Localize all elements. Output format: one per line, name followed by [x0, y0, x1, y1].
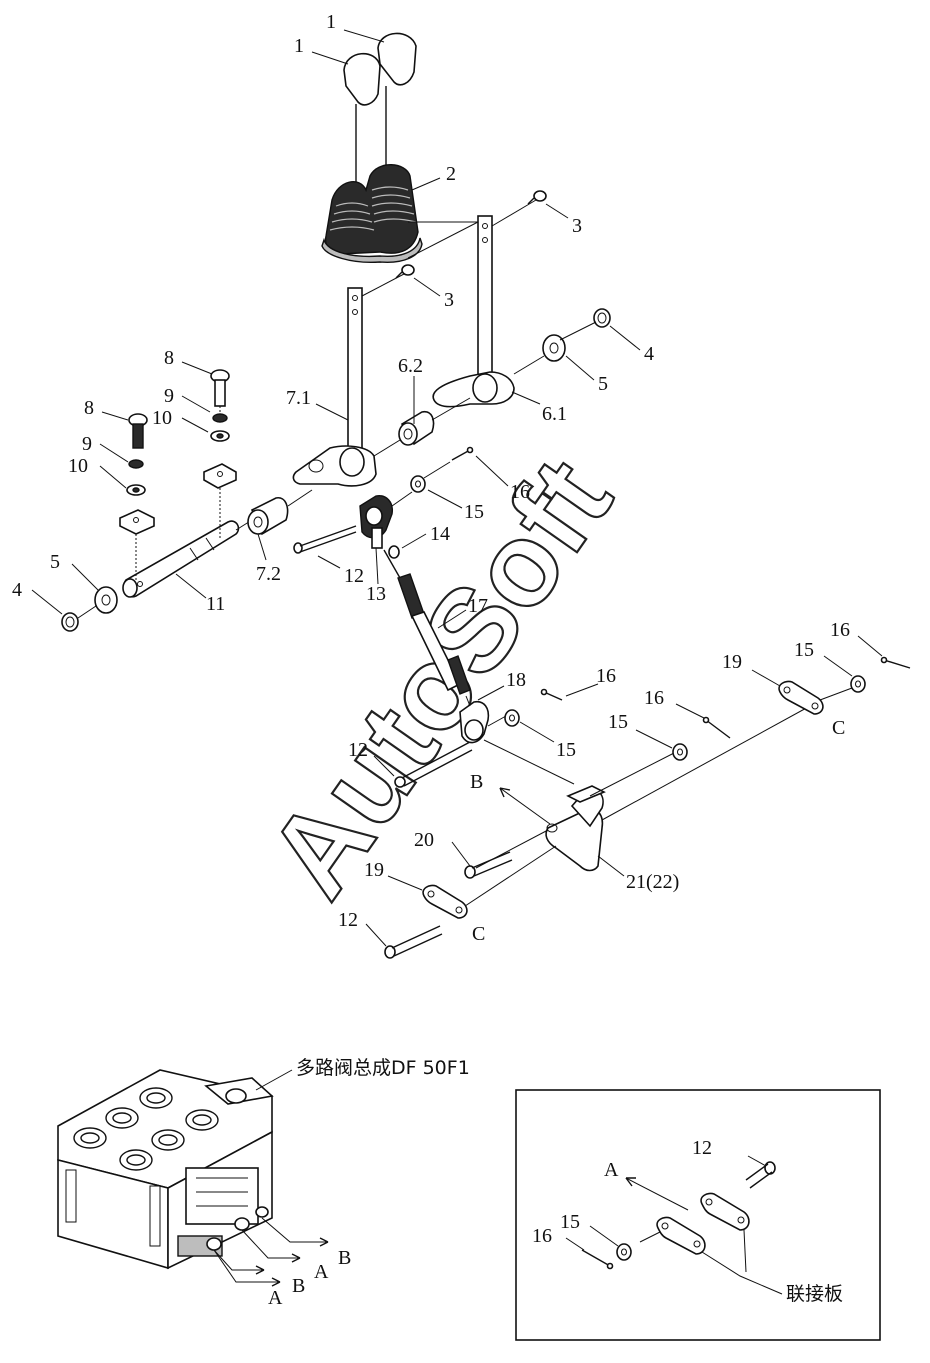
- label-plate-lower: 19: [364, 859, 384, 881]
- knob-right: [377, 32, 417, 168]
- bracket-21: [545, 785, 606, 872]
- label-bush-lower: 7.2: [256, 563, 281, 585]
- label-bolt-b: 8: [84, 397, 94, 419]
- valve-title: 多路阀总成DF 50F1: [296, 1057, 470, 1079]
- oring-4-right: [593, 308, 611, 328]
- cotter-16-right: [702, 716, 731, 739]
- multi-way-valve: [57, 1069, 329, 1287]
- label-bracket: 21(22): [626, 871, 679, 893]
- label-lever-left: 7.1: [286, 387, 311, 409]
- label-washer-right: 5: [598, 373, 608, 395]
- label-washer-left: 5: [50, 551, 60, 573]
- label-clevis: 18: [506, 669, 526, 691]
- label-cotter-right: 16: [644, 687, 664, 709]
- label-point-c-right: C: [832, 717, 845, 739]
- callout-labels: 1 1 2 3 3 4 5 6.1 6.2 7.1 8 9 10 8 9 10 …: [12, 11, 850, 945]
- plate-19-lower: [422, 884, 468, 919]
- label-washer-upper: 15: [464, 501, 484, 523]
- pin-20: [464, 851, 513, 879]
- bush-7-2: [247, 497, 289, 536]
- screw-3-mid: [395, 264, 415, 279]
- rubber-boot: [321, 164, 423, 264]
- label-rod: 17: [468, 595, 488, 617]
- label-cotter-far-right: 16: [830, 619, 850, 641]
- inset-arrow-label: A: [604, 1159, 619, 1181]
- label-lever-right: 6.1: [542, 403, 567, 425]
- valve-port-a1: A: [268, 1287, 283, 1309]
- cotter-16-far-right: [880, 656, 911, 669]
- label-pin-mid: 12: [348, 739, 368, 761]
- label-lockwasher-a: 9: [82, 433, 92, 455]
- clevis-18: [459, 695, 490, 744]
- label-screw-right: 3: [572, 215, 582, 237]
- screw-3-right: [527, 190, 547, 205]
- label-point-b: B: [470, 771, 483, 793]
- lever-left-7-1: [347, 287, 363, 459]
- callout-leaders: [31, 29, 883, 947]
- bush-6-2: [398, 410, 435, 446]
- small-pin-14: [388, 545, 400, 559]
- label-boot: 2: [446, 163, 456, 185]
- label-point-c-lower: C: [472, 923, 485, 945]
- rod-17: [383, 549, 471, 695]
- washer-15-mid: [504, 709, 520, 727]
- plate-19-right: [778, 680, 824, 715]
- washer-5-right: [542, 334, 566, 362]
- inset-cotter-label: 16: [532, 1225, 552, 1247]
- label-flatwasher-a: 10: [68, 455, 88, 477]
- label-bush-upper: 6.2: [398, 355, 423, 377]
- label-oring-left: 4: [12, 579, 22, 601]
- label-pin-lower: 12: [338, 909, 358, 931]
- label-knob-b: 1: [294, 35, 304, 57]
- washer-5-left: [94, 586, 118, 614]
- label-small-pin: 14: [430, 523, 450, 545]
- inset-connecting-plate: [515, 1089, 881, 1341]
- washer-15-right-link: [672, 743, 688, 761]
- label-shaft: 11: [206, 593, 225, 615]
- label-bolt-a: 8: [164, 347, 174, 369]
- label-washer-right-link: 15: [608, 711, 628, 733]
- label-washer-mid: 15: [556, 739, 576, 761]
- oring-4-left: [61, 612, 79, 632]
- label-fork: 13: [366, 583, 386, 605]
- label-pin-upper: 12: [344, 565, 364, 587]
- pin-12-mid: [394, 741, 473, 788]
- label-knob-a: 1: [326, 11, 336, 33]
- cotter-16-mid: [540, 688, 563, 701]
- lever-hub-7-1: [292, 445, 377, 487]
- label-cotter-mid: 16: [596, 665, 616, 687]
- pin-12-lower: [384, 925, 443, 959]
- fork-13: [359, 495, 393, 549]
- bolt-8-right: [203, 369, 237, 540]
- label-lockwasher-b: 9: [164, 385, 174, 407]
- label-oring-right: 4: [644, 343, 654, 365]
- washer-15-far-right: [850, 675, 866, 693]
- label-cotter-upper: 16: [510, 481, 530, 503]
- valve-port-a2: A: [314, 1261, 329, 1283]
- label-screw-mid: 3: [444, 289, 454, 311]
- arrow-b: [499, 787, 551, 825]
- inset-pin-label: 12: [692, 1137, 712, 1159]
- knob-left: [343, 52, 381, 182]
- inset-washer-label: 15: [560, 1211, 580, 1233]
- washer-15-upper: [410, 475, 426, 493]
- lever-right-6-1: [432, 215, 515, 408]
- inset-note: 联接板: [786, 1283, 843, 1305]
- pin-12-upper: [293, 525, 357, 554]
- bolt-8-left: [119, 413, 155, 580]
- shaft-11: [122, 520, 240, 598]
- cotter-16-upper: [451, 446, 474, 461]
- label-flatwasher-b: 10: [152, 407, 172, 429]
- label-plate-right: 19: [722, 651, 742, 673]
- valve-port-b1: B: [292, 1275, 305, 1297]
- label-pin-long: 20: [414, 829, 434, 851]
- label-washer-far-right: 15: [794, 639, 814, 661]
- valve-port-b2: B: [338, 1247, 351, 1269]
